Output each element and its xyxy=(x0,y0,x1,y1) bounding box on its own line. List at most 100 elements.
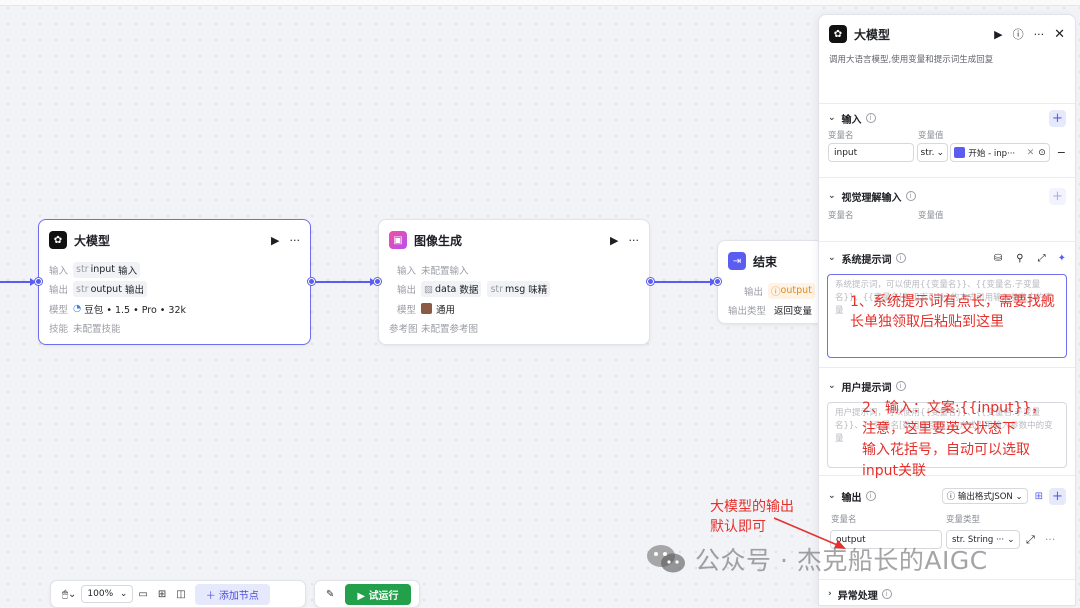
close-icon[interactable]: ✕ xyxy=(1054,26,1065,42)
annotation-output: 大模型的输出 默认即可 xyxy=(710,499,794,535)
node-title: 大模型 xyxy=(74,233,111,248)
minimap-icon[interactable]: ◫ xyxy=(176,588,186,600)
node-title: 图像生成 xyxy=(414,233,463,248)
info-icon[interactable]: i xyxy=(895,381,906,391)
edge-in-llm xyxy=(0,281,33,283)
edge-arrow xyxy=(710,278,716,286)
node-type-row: 输出类型 返回变量 xyxy=(728,306,813,318)
output-tag: ▨data 数据 xyxy=(421,281,482,298)
panel-title: 大模型 xyxy=(854,27,891,42)
annotation-arrow xyxy=(773,517,846,549)
node-skill-row: 技能 未配置技能 xyxy=(49,324,121,336)
chevron-down-icon[interactable]: ⌄ xyxy=(828,491,836,501)
remove-icon[interactable]: − xyxy=(1056,146,1066,159)
info-icon[interactable]: i xyxy=(905,191,916,201)
more-icon[interactable]: ··· xyxy=(289,233,301,247)
canvas-toolbar: 🖱⌄ 100%⌄ ▭ ⊞ ◫ ＋ 添加节点 xyxy=(50,580,306,608)
ai-sparkle-icon[interactable]: ✦ xyxy=(1057,252,1066,264)
info-icon[interactable]: i xyxy=(895,253,906,263)
output-format-select[interactable]: ⓘ 输出格式JSON ⌄ xyxy=(941,488,1028,504)
wechat-icon xyxy=(647,545,685,573)
zoom-select[interactable]: 100%⌄ xyxy=(81,585,134,603)
image-type-icon: ▨ xyxy=(424,283,433,295)
info-icon[interactable]: i xyxy=(865,113,876,123)
chevron-down-icon[interactable]: ⌄ xyxy=(828,381,836,391)
more-icon[interactable]: ··· xyxy=(1044,533,1056,546)
user-prompt-textarea[interactable]: 用户提示词，可以使用{{变量名}}、{{变量名.子变量名}}、{{变量名[数组索… xyxy=(827,402,1067,468)
wrench-icon[interactable]: ✎ xyxy=(326,588,335,600)
info-icon[interactable]: i xyxy=(865,491,876,501)
optimize-icon[interactable]: ⚲ xyxy=(1016,252,1024,264)
input-type-select[interactable]: str.⌄ xyxy=(916,143,949,162)
output-type-select[interactable]: str. String ···⌄ xyxy=(946,530,1020,549)
edge-arrow xyxy=(30,278,36,286)
watermark: 公众号 · 杰克船长的AIGC xyxy=(645,541,988,577)
end-in-port[interactable] xyxy=(714,278,721,285)
import-icon[interactable]: ⊞ xyxy=(1034,490,1043,502)
node-input-row: 输入 未配置输入 xyxy=(397,265,469,277)
image-out-port[interactable] xyxy=(647,278,654,285)
start-node-icon xyxy=(954,147,966,158)
edge-llm-image xyxy=(312,281,374,283)
chevron-down-icon[interactable]: ⌄ xyxy=(828,253,836,263)
run-icon[interactable]: ▶ xyxy=(994,27,1003,41)
add-node-button[interactable]: ＋ 添加节点 xyxy=(194,583,270,605)
expand-icon[interactable]: ⤢ xyxy=(1026,532,1035,546)
add-input-button[interactable]: + xyxy=(1049,109,1066,127)
help-icon[interactable]: ⓘ xyxy=(1012,28,1024,41)
output-name-field[interactable]: output xyxy=(830,530,942,549)
node-config-panel: ✿ 大模型 ▶ ⓘ ··· ✕ 调用大语言模型,使用变量和提示词生成回复 ⌄输入… xyxy=(818,14,1076,606)
clear-icon[interactable]: ✕ xyxy=(1026,147,1035,158)
info-icon[interactable]: i xyxy=(881,589,892,599)
input-name-field[interactable]: input xyxy=(828,143,914,162)
edge-image-end xyxy=(651,281,713,283)
panel-description: 调用大语言模型,使用变量和提示词生成回复 xyxy=(829,55,994,65)
top-border xyxy=(0,0,1080,6)
library-icon[interactable]: ⛁ xyxy=(993,252,1003,264)
expand-icon[interactable]: ⤢ xyxy=(1037,252,1046,264)
chevron-down-icon[interactable]: ⌄ xyxy=(828,113,836,123)
more-icon[interactable]: ··· xyxy=(628,233,640,247)
chevron-down-icon[interactable]: ⌄ xyxy=(828,191,836,201)
node-model-row: 模型 通用 xyxy=(397,303,456,316)
system-prompt-textarea[interactable]: 系统提示词，可以使用{{变量名}}、{{变量名.子变量名}}、{{变量名[数组索… xyxy=(827,274,1067,358)
llm-in-port[interactable] xyxy=(35,278,42,285)
add-output-button[interactable]: + xyxy=(1049,487,1066,505)
annotation-system-prompt: 1、系统提示词有点长，需要找舰 长单独领取后粘贴到这里 xyxy=(850,294,1055,330)
run-toolbar: ✎ ▶ 试运行 xyxy=(314,580,420,608)
model-value: 豆包 • 1.5 • Pro • 32k xyxy=(84,304,186,316)
node-model-row: 模型 ◔ 豆包 • 1.5 • Pro • 32k xyxy=(49,303,186,316)
doubao-icon: ◔ xyxy=(73,303,82,315)
layout-icon[interactable]: ⊞ xyxy=(157,588,167,600)
model-avatar-icon xyxy=(421,303,432,315)
input-ref-select[interactable]: 开始 - inp···✕⊙ xyxy=(950,143,1050,162)
test-run-button[interactable]: ▶ 试运行 xyxy=(345,583,411,605)
llm-out-port[interactable] xyxy=(308,278,315,285)
run-node-icon[interactable]: ▶ xyxy=(610,233,619,247)
more-icon[interactable]: ··· xyxy=(1033,27,1045,41)
node-ref-row: 参考图 未配置参考图 xyxy=(389,324,479,336)
run-node-icon[interactable]: ▶ xyxy=(271,233,280,247)
image-in-port[interactable] xyxy=(374,278,381,285)
llm-icon: ✿ xyxy=(49,231,67,249)
mouse-mode-icon[interactable]: 🖱⌄ xyxy=(62,588,77,600)
comment-icon[interactable]: ▭ xyxy=(138,588,148,600)
chevron-right-icon[interactable]: › xyxy=(828,589,832,599)
settings-icon[interactable]: ⊙ xyxy=(1038,147,1046,158)
add-vision-input-button[interactable]: + xyxy=(1049,187,1066,205)
